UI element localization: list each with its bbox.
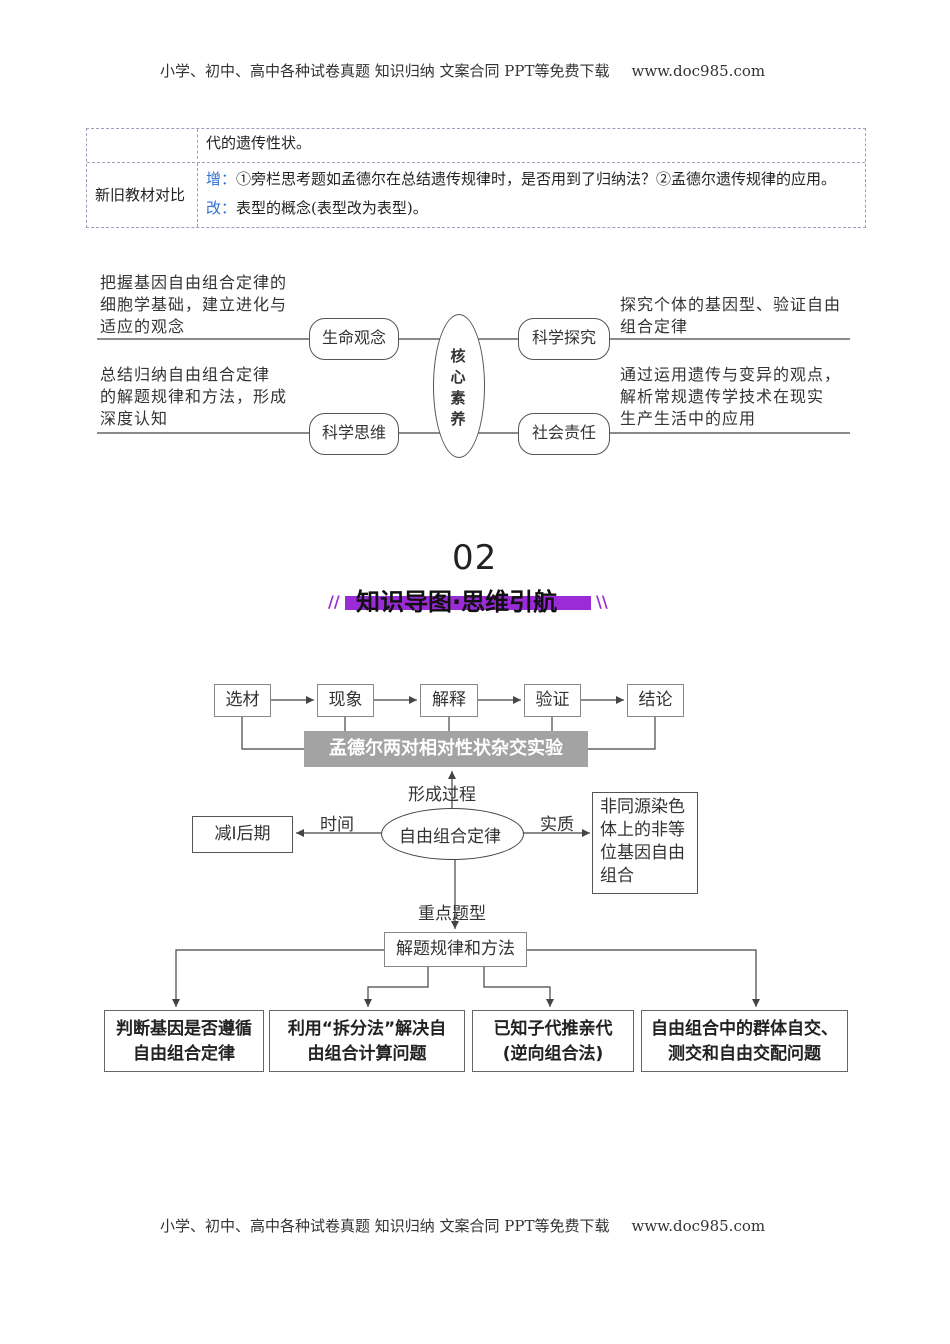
title-right-decoration: \\ xyxy=(596,592,608,611)
footer-text: 小学、初中、高中各种试卷真题 知识归纳 文案合同 PPT等免费下载 xyxy=(160,1217,610,1235)
center-oval xyxy=(381,808,524,860)
step-phenomenon: 现象 xyxy=(317,684,374,717)
step-verification: 验证 xyxy=(524,684,581,717)
experiment-bar: 孟德尔两对相对性状杂交实验 xyxy=(304,731,588,767)
step-explanation: 解释 xyxy=(420,684,478,717)
table-cell-changes: 增：①旁栏思考题如孟德尔在总结遗传规律时，是否用到了归纳法？②孟德尔遗传规律的应… xyxy=(198,163,865,227)
flowchart-lines xyxy=(172,696,760,1007)
page-header: 小学、初中、高中各种试卷真题 知识归纳 文案合同 PPT等免费下载 www.doc… xyxy=(160,60,765,81)
topic-box-population: 自由组合中的群体自交、测交和自由交配问题 xyxy=(641,1010,848,1072)
added-text: ①旁栏思考题如孟德尔在总结遗传规律时，是否用到了归纳法？②孟德尔遗传规律的应用。 xyxy=(236,170,837,188)
footer-site-link[interactable]: www.doc985.com xyxy=(631,1217,766,1235)
node-scientific-thinking: 科学思维 xyxy=(309,413,399,455)
method-box: 解题规律和方法 xyxy=(384,932,527,967)
node-social-responsibility: 社会责任 xyxy=(518,413,610,455)
changed-prefix: 改： xyxy=(206,199,237,217)
topic-box-split-method: 利用“拆分法”解决自由组合计算问题 xyxy=(269,1010,465,1072)
table-cell-cont: 代的遗传性状。 xyxy=(206,134,312,152)
step-conclusion: 结论 xyxy=(627,684,684,717)
core-center-oval xyxy=(433,314,485,458)
core-center-label: 核心素养 xyxy=(450,347,466,428)
header-site-link[interactable]: www.doc985.com xyxy=(631,62,766,80)
center-concept: 自由组合定律 xyxy=(399,827,501,847)
step-material-selection: 选材 xyxy=(214,684,271,717)
section-number: 02 xyxy=(452,538,498,578)
social-responsibility-text: 通过运用遗传与变异的观点，解析常规遗传学技术在现实生产生活中的应用 xyxy=(620,365,842,428)
title-highlight-bar xyxy=(345,596,591,610)
core-map-lines xyxy=(97,338,850,434)
table-row: 新旧教材对比 增：①旁栏思考题如孟德尔在总结遗传规律时，是否用到了归纳法？②孟德… xyxy=(87,162,865,227)
header-text: 小学、初中、高中各种试卷真题 知识归纳 文案合同 PPT等免费下载 xyxy=(160,62,610,80)
node-life-concept: 生命观念 xyxy=(309,318,399,360)
changed-text: 表型的概念(表型改为表型)。 xyxy=(236,199,428,217)
topic-box-judge: 判断基因是否遵循自由组合定律 xyxy=(104,1010,264,1072)
life-concept-text: 把握基因自由组合定律的细胞学基础，建立进化与适应的观念 xyxy=(100,273,288,336)
title-left-decoration: // xyxy=(328,592,340,611)
topic-box-reverse: 已知子代推亲代(逆向组合法) xyxy=(472,1010,634,1072)
scientific-inquiry-text: 探究个体的基因型、验证自由组合定律 xyxy=(620,295,842,336)
section-title: 知识导图·思维引航 xyxy=(356,588,558,616)
changed-content: 改：表型的概念(表型改为表型)。 xyxy=(206,194,857,223)
time-label: 时间 xyxy=(320,815,354,835)
essence-box: 非同源染色体上的非等位基因自由组合 xyxy=(592,792,698,894)
time-box: 减Ⅰ后期 xyxy=(192,816,293,853)
comparison-table: 代的遗传性状。 新旧教材对比 增：①旁栏思考题如孟德尔在总结遗传规律时，是否用到… xyxy=(86,128,866,228)
table-row-label: 新旧教材对比 xyxy=(87,163,198,227)
key-question-type-label: 重点题型 xyxy=(418,904,486,924)
essence-label: 实质 xyxy=(540,815,574,835)
page-footer: 小学、初中、高中各种试卷真题 知识归纳 文案合同 PPT等免费下载 www.doc… xyxy=(160,1215,765,1236)
formation-process-label: 形成过程 xyxy=(408,785,476,805)
added-prefix: 增： xyxy=(206,170,237,188)
table-row: 代的遗传性状。 xyxy=(87,129,865,162)
table-cell-empty xyxy=(87,129,198,159)
node-scientific-inquiry: 科学探究 xyxy=(518,318,610,360)
added-content: 增：①旁栏思考题如孟德尔在总结遗传规律时，是否用到了归纳法？②孟德尔遗传规律的应… xyxy=(206,165,857,194)
scientific-thinking-text: 总结归纳自由组合定律的解题规律和方法，形成深度认知 xyxy=(100,365,288,428)
